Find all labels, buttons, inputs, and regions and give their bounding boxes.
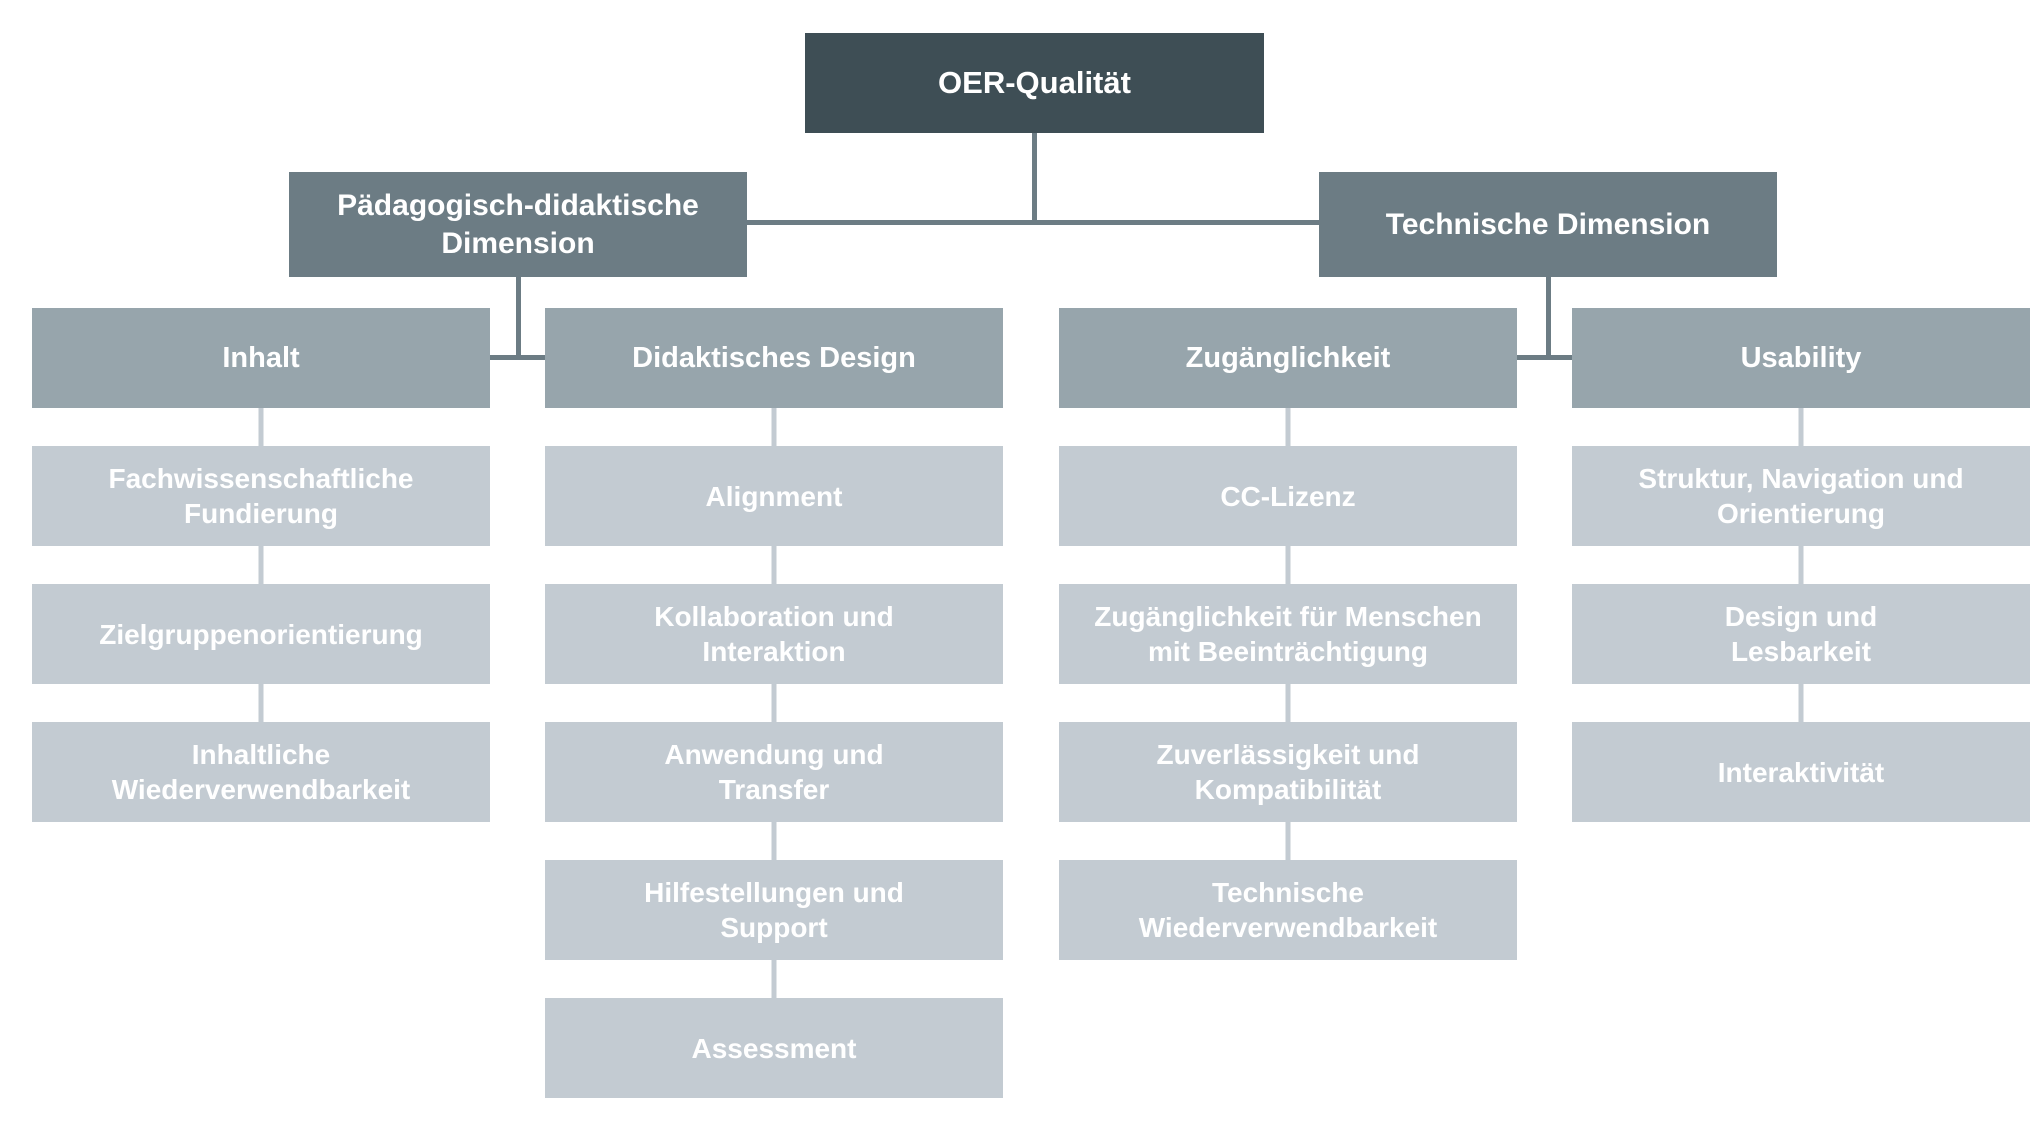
item-zuverlaessigkeit-kompatibilitaet: Zuverlässigkeit und Kompatibilität bbox=[1059, 722, 1517, 822]
item-cc-lizenz: CC-Lizenz bbox=[1059, 446, 1517, 546]
item-interaktivitaet: Interaktivität bbox=[1572, 722, 2030, 822]
item-anwendung-transfer: Anwendung und Transfer bbox=[545, 722, 1003, 822]
column-zugaenglichkeit: Zugänglichkeit CC-Lizenz Zugänglichkeit … bbox=[1059, 308, 1517, 960]
connector-paedagogisch-stub bbox=[486, 355, 547, 360]
connector-paedagogisch-vertical bbox=[516, 277, 521, 358]
column-usability: Usability Struktur, Navigation und Orien… bbox=[1572, 308, 2030, 822]
item-design-lesbarkeit: Design und Lesbarkeit bbox=[1572, 584, 2030, 684]
item-struktur-navigation-orientierung: Struktur, Navigation und Orientierung bbox=[1572, 446, 2030, 546]
item-fachwissenschaftliche-fundierung: Fachwissenschaftliche Fundierung bbox=[32, 446, 490, 546]
column-inhalt: Inhalt Fachwissenschaftliche Fundierung … bbox=[32, 308, 490, 822]
header-usability: Usability bbox=[1572, 308, 2030, 408]
header-inhalt: Inhalt bbox=[32, 308, 490, 408]
item-technische-wiederverwendbarkeit: Technische Wiederverwendbarkeit bbox=[1059, 860, 1517, 960]
item-inhaltliche-wiederverwendbarkeit: Inhaltliche Wiederverwendbarkeit bbox=[32, 722, 490, 822]
node-paedagogisch-didaktische-dimension: Pädagogisch-didaktische Dimension bbox=[289, 172, 747, 277]
header-zugaenglichkeit: Zugänglichkeit bbox=[1059, 308, 1517, 408]
item-zielgruppenorientierung: Zielgruppenorientierung bbox=[32, 584, 490, 684]
node-oer-qualitaet: OER-Qualität bbox=[805, 33, 1264, 133]
item-alignment: Alignment bbox=[545, 446, 1003, 546]
connector-dimensions-horizontal bbox=[747, 220, 1319, 225]
item-assessment: Assessment bbox=[545, 998, 1003, 1098]
column-didaktisches-design: Didaktisches Design Alignment Kollaborat… bbox=[545, 308, 1003, 1098]
item-zugaenglichkeit-beeintraechtigung: Zugänglichkeit für Menschen mit Beeinträ… bbox=[1059, 584, 1517, 684]
connector-technisch-vertical bbox=[1546, 277, 1551, 358]
connector-technisch-stub bbox=[1513, 355, 1574, 360]
node-technische-dimension: Technische Dimension bbox=[1319, 172, 1777, 277]
header-didaktisches-design: Didaktisches Design bbox=[545, 308, 1003, 408]
connector-root-vertical bbox=[1032, 133, 1037, 225]
item-hilfestellungen-support: Hilfestellungen und Support bbox=[545, 860, 1003, 960]
item-kollaboration-interaktion: Kollaboration und Interaktion bbox=[545, 584, 1003, 684]
